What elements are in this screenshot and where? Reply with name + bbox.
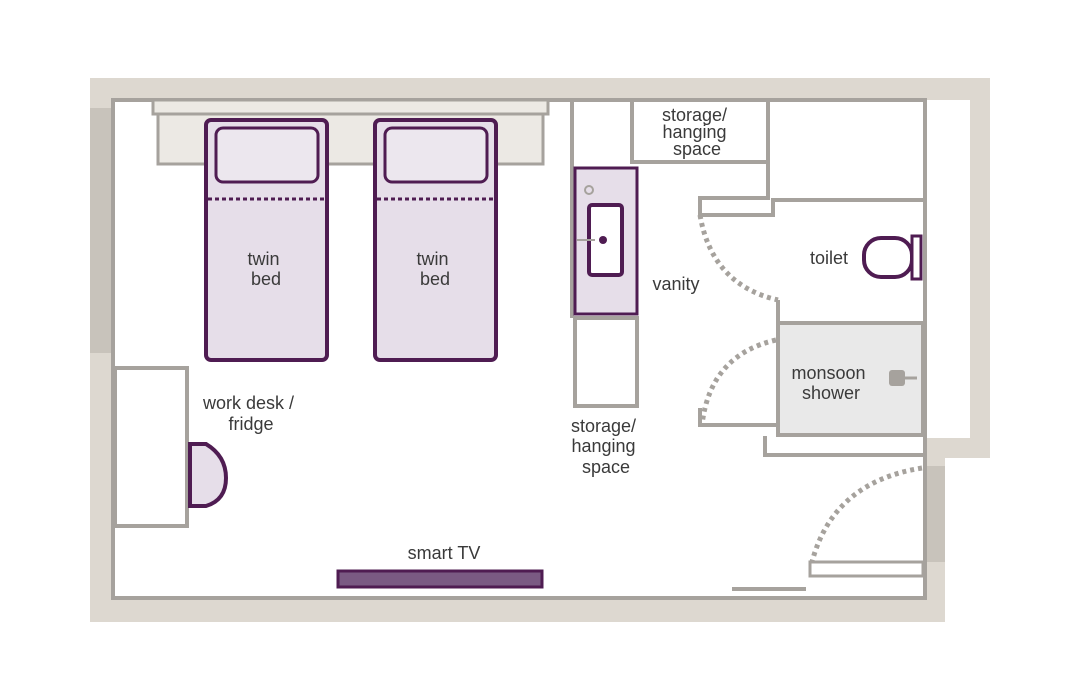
shower-label: monsoon shower [791,363,870,403]
toilet-door-swing [697,214,779,303]
shower-door-swing [699,337,777,426]
bathroom-bottom-wall [763,436,925,457]
left-wall-shade [90,108,113,353]
top-storage-wall [630,100,770,164]
toilet: toilet [810,234,923,281]
tv-label: smart TV [408,543,481,563]
desk-surface [113,366,189,528]
toilet-label: toilet [810,248,848,268]
bed-1: twin bed [204,118,329,362]
sink-drain [599,236,607,244]
toilet-tank [910,234,923,281]
smart-tv: smart TV [336,543,544,589]
headboard-top [151,98,550,116]
bed-2-label: twin bed [416,249,453,289]
vanity: vanity [573,166,700,316]
desk-chair [188,442,229,508]
toilet-bowl [862,236,914,279]
right-wall-shade [925,466,945,562]
doors [697,214,923,563]
storage-top-label: storage/ hanging space [662,105,732,159]
outer-walls [90,78,990,622]
vanity-knob [584,185,594,195]
bathroom-lower-wall [698,408,778,427]
storage-top: storage/ hanging space [662,105,732,159]
bed-1-label: twin bed [247,249,284,289]
work-desk: work desk / fridge [113,366,299,528]
entry-door [808,560,925,578]
vanity-label: vanity [652,274,699,294]
storage-mid [573,316,639,408]
bed-2: twin bed [373,118,498,362]
shower: monsoon shower [776,321,925,437]
bathroom-top-wall [698,162,925,217]
bed-1-pillow [214,126,320,184]
bed-2-pillow [383,126,489,184]
storage-mid-group: storage/ hanging space [571,416,641,477]
storage-mid-label: storage/ hanging space [571,416,641,477]
shower-head [889,370,905,386]
desk-label: work desk / fridge [202,393,299,434]
entry-door-leaf [808,560,925,578]
tv-unit [336,569,544,589]
entry-door-swing [809,465,923,563]
